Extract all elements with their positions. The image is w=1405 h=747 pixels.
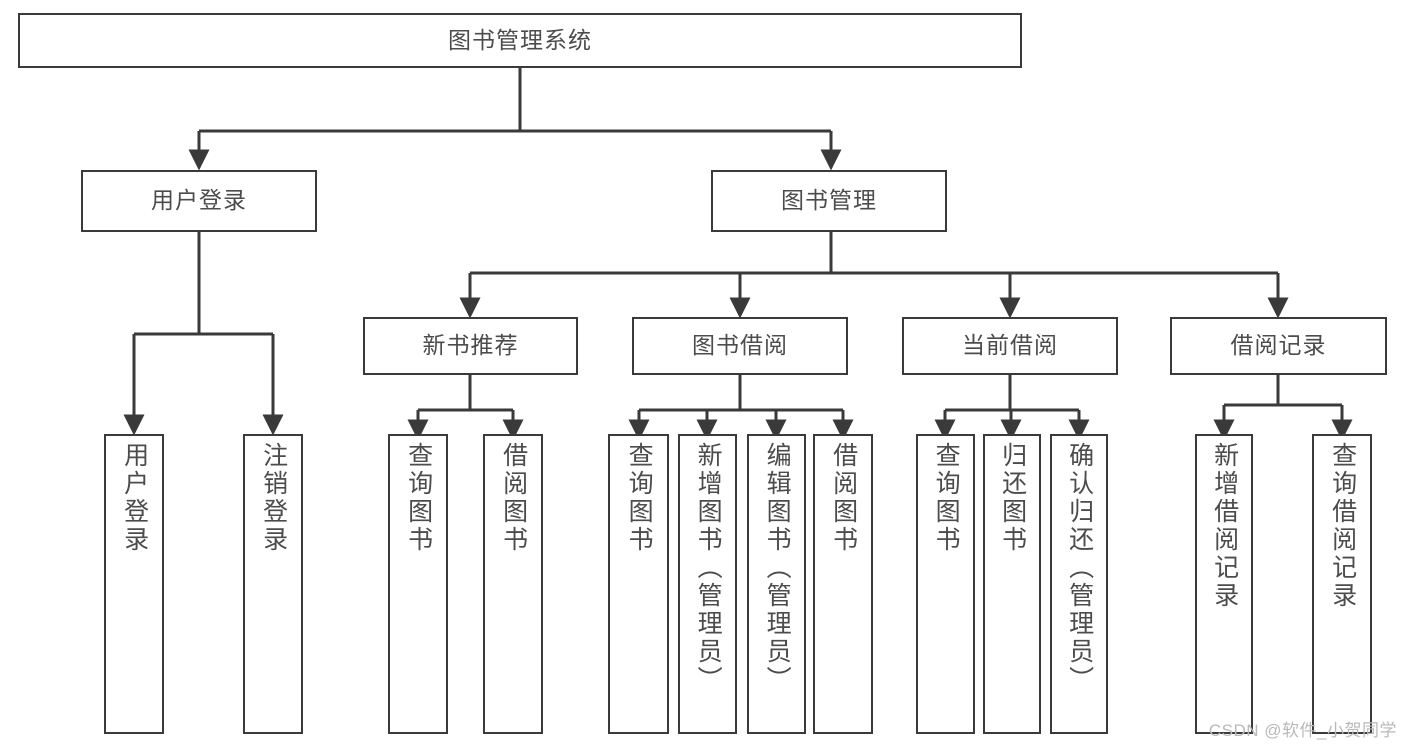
leaf-new-book-query[interactable]: 查询图书 [388,434,448,734]
watermark-text: CSDN @软件_小贺同学 [1208,721,1397,740]
node-label: 借阅图书 [829,442,858,554]
node-label: 借阅图书 [499,442,528,554]
node-label: 图书管理 [781,187,877,214]
node-label: 借阅记录 [1230,332,1327,359]
leaf-borrow-add-book[interactable]: 新增图书（管理员） [678,434,737,734]
node-label: 当前借阅 [962,332,1058,359]
leaf-user-login-signout[interactable]: 注销登录 [243,434,303,734]
node-label: 新增借阅记录 [1210,442,1239,610]
node-label: 图书管理系统 [448,26,592,53]
node-user-login[interactable]: 用户登录 [81,170,317,232]
node-label: 查询图书 [404,442,433,554]
node-root-system[interactable]: 图书管理系统 [18,13,1022,68]
leaf-borrow-edit-book[interactable]: 编辑图书（管理员） [747,434,806,734]
node-label: 新书推荐 [422,332,519,359]
leaf-record-query[interactable]: 查询借阅记录 [1312,434,1372,734]
leaf-user-login-signin[interactable]: 用户登录 [104,434,164,734]
leaf-current-query-book[interactable]: 查询图书 [916,434,975,734]
node-current-borrow[interactable]: 当前借阅 [902,317,1118,375]
node-label: 确认归还（管理员） [1065,442,1094,694]
node-borrow-record[interactable]: 借阅记录 [1170,317,1387,375]
node-label: 新增图书（管理员） [694,442,723,694]
leaf-new-book-borrow[interactable]: 借阅图书 [483,434,543,734]
node-label: 编辑图书（管理员） [763,442,792,694]
node-label: 归还图书 [998,442,1027,554]
node-label: 图书借阅 [692,332,788,359]
node-label: 用户登录 [120,442,149,554]
leaf-current-return-book[interactable]: 归还图书 [983,434,1041,734]
node-label: 注销登录 [259,442,288,554]
node-label: 查询图书 [932,442,961,554]
node-book-borrow[interactable]: 图书借阅 [632,317,848,375]
node-book-management[interactable]: 图书管理 [711,170,947,232]
leaf-borrow-query-book[interactable]: 查询图书 [608,434,669,734]
node-label: 查询图书 [625,442,654,554]
leaf-current-confirm-return[interactable]: 确认归还（管理员） [1050,434,1108,734]
node-new-book-recommend[interactable]: 新书推荐 [363,317,578,375]
node-label: 查询借阅记录 [1328,442,1357,610]
leaf-borrow-borrow-book[interactable]: 借阅图书 [813,434,873,734]
leaf-record-add[interactable]: 新增借阅记录 [1195,434,1253,734]
node-label: 用户登录 [151,187,247,214]
